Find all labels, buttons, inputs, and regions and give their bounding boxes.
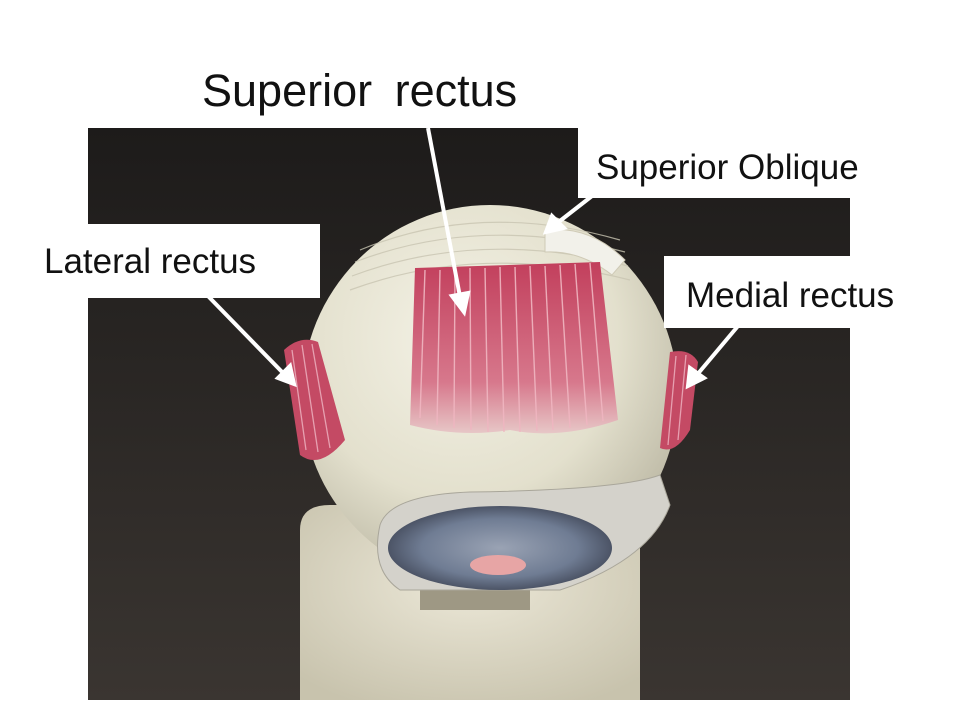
superior-oblique-arrow xyxy=(554,194,594,226)
label-arrows xyxy=(204,127,740,390)
superior-rectus-arrow xyxy=(426,127,463,303)
lateral-rectus-muscle xyxy=(284,339,345,460)
lateral-rectus-arrow xyxy=(204,292,288,378)
iris xyxy=(388,506,612,590)
medial-rectus-arrow xyxy=(694,324,740,378)
lateral-rectus-label-box xyxy=(0,224,320,298)
lateral-rectus-label: Lateral rectus xyxy=(44,242,257,281)
superior-oblique-label-box xyxy=(578,128,960,198)
superior-rectus-muscle xyxy=(410,262,618,434)
superior-oblique-label: Superior Oblique xyxy=(596,148,859,187)
pupil xyxy=(470,555,526,575)
superior-rectus-label: Superior rectus xyxy=(202,65,518,116)
medial-rectus-label: Medial rectus xyxy=(686,276,895,315)
medial-rectus-label-box xyxy=(664,256,960,328)
superior-oblique-tendon xyxy=(544,228,626,276)
